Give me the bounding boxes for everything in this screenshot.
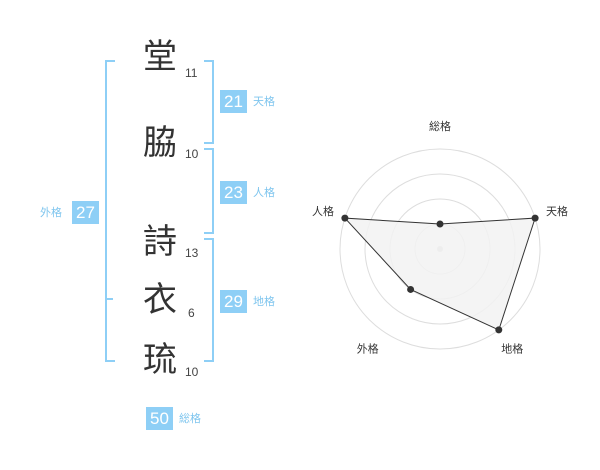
gaikaku-value: 27 xyxy=(72,201,99,224)
gaikaku-label: 外格 xyxy=(40,206,62,219)
gaikaku-bracket-tick xyxy=(105,298,113,300)
tenkaku-label: 天格 xyxy=(253,95,275,108)
stroke-count-5: 10 xyxy=(185,365,199,379)
chikaku-value: 29 xyxy=(220,290,247,313)
tenkaku-value: 21 xyxy=(220,90,247,113)
radar-axis-label-1: 総格 xyxy=(429,119,451,133)
name-char-4: 衣 xyxy=(143,280,177,320)
stroke-count-1: 11 xyxy=(185,66,198,80)
radar-point-3 xyxy=(495,326,503,334)
stroke-count-3: 13 xyxy=(185,246,199,260)
stroke-count-4: 6 xyxy=(188,306,195,320)
radar-point-5 xyxy=(341,214,349,222)
jinkaku-bracket xyxy=(204,148,214,234)
soukaku-value: 50 xyxy=(146,407,173,430)
radar-point-4 xyxy=(407,285,415,293)
gaikaku-bracket xyxy=(105,60,115,362)
radar-point-2 xyxy=(531,214,539,222)
radar-ring-4 xyxy=(339,148,541,350)
stroke-count-2: 10 xyxy=(185,147,199,161)
radar-data-area xyxy=(343,217,536,331)
radar-axis-label-4: 外格 xyxy=(357,342,379,356)
radar-axis-label-3: 地格 xyxy=(501,342,523,356)
name-char-2: 脇 xyxy=(143,123,177,163)
name-char-3: 詩 xyxy=(143,222,177,262)
chikaku-label: 地格 xyxy=(253,295,275,308)
soukaku-label: 総格 xyxy=(179,412,201,425)
name-char-5: 琉 xyxy=(143,340,177,380)
jinkaku-label: 人格 xyxy=(253,186,275,199)
radar-axis-label-2: 天格 xyxy=(546,204,568,218)
jinkaku-value: 23 xyxy=(220,181,247,204)
chikaku-bracket xyxy=(204,238,214,362)
radar-point-1 xyxy=(436,220,444,228)
radar-data-points xyxy=(341,214,539,334)
radar-axis-label-5: 人格 xyxy=(312,204,334,218)
tenkaku-bracket xyxy=(204,60,214,144)
name-char-1: 堂 xyxy=(143,37,177,77)
